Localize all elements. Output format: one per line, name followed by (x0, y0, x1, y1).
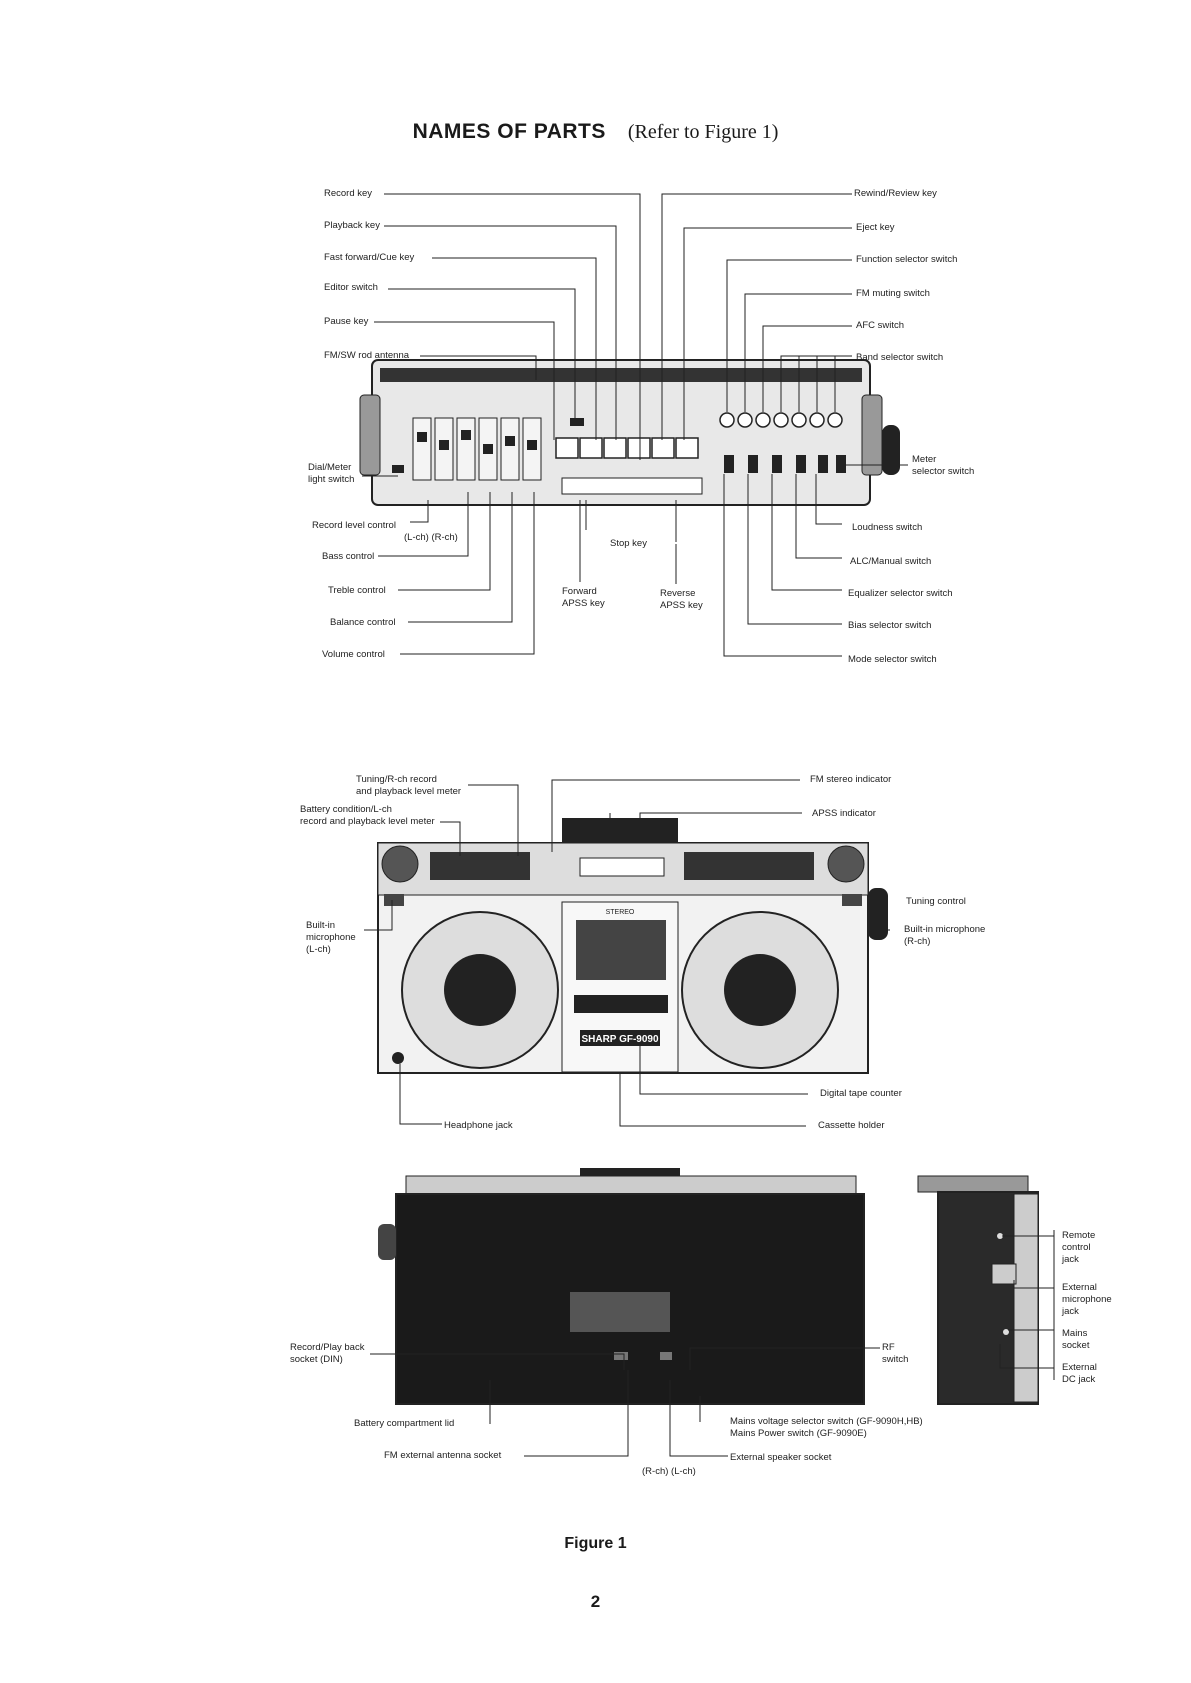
label-treble-control: Treble control (328, 585, 386, 596)
label-bass-control: Bass control (322, 551, 375, 562)
label-battery-lch-meter: Battery condition/L-ch record and playba… (300, 804, 435, 827)
label-external-microphone-jack: External microphone jack (1062, 1282, 1112, 1317)
label-function-selector-switch: Function selector switch (856, 254, 958, 265)
figure-caption: Figure 1 (564, 1535, 627, 1552)
label-battery-compartment-lid: Battery compartment lid (354, 1418, 455, 1429)
label-dial-meter-light-switch: Dial/Meter light switch (308, 462, 355, 485)
label-fm-sw-rod-antenna: FM/SW rod antenna (324, 350, 410, 361)
label-forward-apss-key: Forward APSS key (562, 586, 605, 609)
label-external-speaker-socket: External speaker socket (730, 1452, 832, 1463)
page-heading: NAMES OF PARTS (Refer to Figure 1) (0, 120, 1191, 144)
heading-title: NAMES OF PARTS (412, 120, 606, 143)
label-tuning-control: Tuning control (906, 896, 966, 907)
label-fm-stereo-indicator: FM stereo indicator (810, 774, 892, 785)
label-rf-switch: RF switch (882, 1342, 909, 1365)
label-meter-selector-switch: Meter selector switch (912, 454, 975, 477)
front-view-drawing: SHARP GF-9090 STEREO (377, 818, 888, 1074)
label-equalizer-selector-switch: Equalizer selector switch (848, 588, 953, 599)
label-loudness-switch: Loudness switch (852, 522, 923, 533)
brand-plate: SHARP GF-9090 (581, 1034, 659, 1045)
side-view-drawing (917, 1175, 1039, 1405)
label-stop-key: Stop key (610, 538, 647, 549)
label-mode-selector-switch: Mode selector switch (848, 654, 937, 665)
control-panel-drawing (359, 359, 900, 506)
label-bias-selector-switch: Bias selector switch (848, 620, 932, 631)
label-rear-lch-rch: (R-ch) (L-ch) (642, 1466, 696, 1477)
label-fm-external-antenna-socket: FM external antenna socket (384, 1450, 502, 1461)
side-view-leaders (999, 1230, 1055, 1380)
control-panel-leaders-right (579, 193, 908, 657)
label-digital-tape-counter: Digital tape counter (820, 1088, 902, 1099)
label-apss-indicator: APSS indicator (812, 808, 876, 819)
label-afc-switch: AFC switch (856, 320, 905, 331)
rear-view-leaders (370, 1347, 880, 1457)
label-headphone-jack: Headphone jack (444, 1120, 513, 1131)
label-cassette-holder: Cassette holder (818, 1120, 885, 1131)
label-volume-control: Volume control (322, 649, 385, 660)
label-external-dc-jack: External DC jack (1062, 1362, 1097, 1385)
label-builtin-mic-lch: Built-in microphone (L-ch) (306, 920, 356, 955)
label-record-key: Record key (324, 188, 373, 199)
rear-view-drawing (378, 1168, 865, 1405)
label-mains-socket: Mains socket (1062, 1328, 1090, 1351)
label-alc-manual-switch: ALC/Manual switch (850, 556, 932, 567)
label-eject-key: Eject key (856, 222, 895, 233)
label-editor-switch: Editor switch (324, 282, 378, 293)
label-builtin-mic-rch: Built-in microphone (R-ch) (904, 924, 986, 947)
control-panel-leaders-left (362, 193, 641, 655)
label-rewind-review-key: Rewind/Review key (854, 188, 937, 199)
label-pause-key: Pause key (324, 316, 369, 327)
label-record-level-control: Record level control (312, 520, 396, 531)
label-fast-forward-cue-key: Fast forward/Cue key (324, 252, 415, 263)
heading-reference: (Refer to Figure 1) (627, 121, 779, 143)
label-band-selector-switch: Band selector switch (856, 352, 944, 363)
label-reverse-apss-key: Reverse APSS key (660, 588, 703, 611)
label-remote-control-jack: Remote control jack (1062, 1230, 1096, 1265)
page-number: 2 (590, 1592, 601, 1611)
stereo-badge: STEREO (606, 909, 635, 916)
front-view-leaders (364, 779, 890, 1127)
label-mains-voltage-power-switch: Mains voltage selector switch (GF-9090H,… (730, 1416, 923, 1439)
label-tuning-rch-meter: Tuning/R-ch record and playback level me… (356, 774, 462, 797)
label-playback-key: Playback key (324, 220, 380, 231)
label-balance-control: Balance control (330, 617, 396, 628)
label-lch-rch: (L-ch) (R-ch) (404, 532, 458, 543)
label-fm-muting-switch: FM muting switch (856, 288, 930, 299)
label-record-playback-socket-din: Record/Play back socket (DIN) (290, 1342, 365, 1365)
